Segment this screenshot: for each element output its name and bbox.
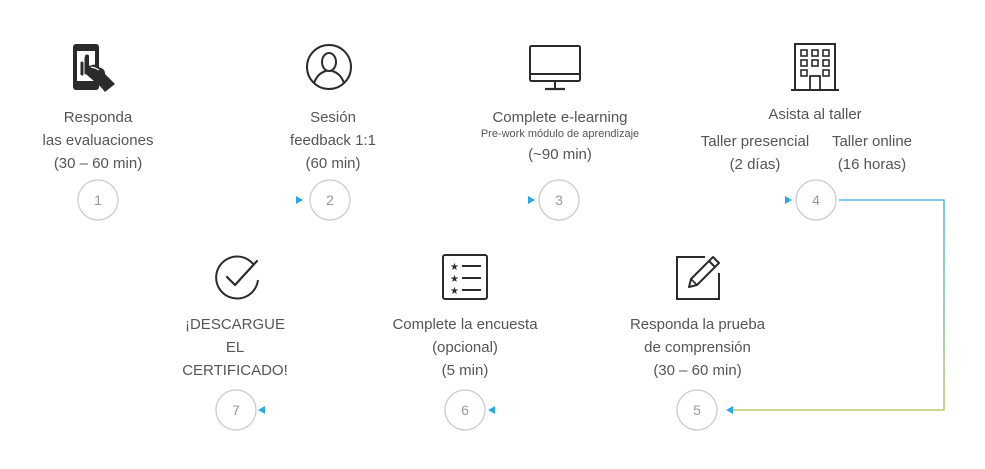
step-5-label: Responda la prueba de comprensión (30 – … — [615, 313, 780, 382]
step-5-line: de comprensión — [644, 339, 751, 356]
step-5-duration: (30 – 60 min) — [653, 362, 742, 379]
step-circle-5: 5 — [676, 389, 718, 431]
step-4-option-presencial: Taller presencial (2 días) — [690, 130, 820, 176]
svg-text:★: ★ — [450, 274, 459, 285]
step-7-label: ¡DESCARGUE EL CERTIFICADO! — [170, 313, 300, 382]
connector-5-6 — [488, 406, 675, 414]
option-duration: (16 horas) — [837, 156, 907, 173]
option-name: Taller presencial — [700, 133, 810, 150]
step-number: 6 — [461, 402, 469, 418]
step-circle-3: 3 — [538, 179, 580, 221]
step-2-line: Sesión — [310, 109, 356, 126]
step-number: 5 — [693, 402, 701, 418]
step-number: 7 — [232, 402, 240, 418]
monitor-icon — [529, 45, 581, 91]
step-6-line: (opcional) — [432, 339, 498, 356]
step-6-label: Complete la encuesta (opcional) (5 min) — [380, 313, 550, 382]
step-4-title-text: Asista al taller — [768, 106, 862, 123]
step-4-title: Asista al taller — [740, 103, 890, 126]
step-1-duration: (30 – 60 min) — [53, 155, 143, 172]
step-3-subtitle: Pre-work módulo de aprendizaje — [480, 128, 640, 140]
phone-touch-icon — [73, 44, 115, 92]
edit-icon — [676, 256, 720, 300]
svg-text:★: ★ — [450, 262, 459, 273]
step-number: 3 — [555, 192, 563, 208]
svg-text:★: ★ — [450, 286, 459, 297]
step-3-duration: (~90 min) — [528, 146, 592, 163]
step-circle-2: 2 — [309, 179, 351, 221]
option-name: Taller online — [831, 133, 913, 150]
check-circle-icon — [215, 255, 259, 300]
connector-3-4 — [583, 196, 792, 204]
step-2-label: Sesión feedback 1:1 (60 min) — [278, 106, 388, 175]
step-number: 2 — [326, 192, 334, 208]
step-5-line: Responda la prueba — [629, 316, 766, 333]
step-circle-4: 4 — [795, 179, 837, 221]
checklist-icon: ★ ★ ★ — [442, 254, 488, 300]
step-circle-7: 7 — [215, 389, 257, 431]
step-2-duration: (60 min) — [305, 155, 361, 172]
user-circle-icon — [306, 44, 352, 90]
building-icon — [791, 43, 839, 91]
step-number: 1 — [94, 192, 102, 208]
step-1-line: las evaluaciones — [42, 132, 154, 149]
connector-4-5 — [726, 199, 945, 414]
step-1-label: Responda las evaluaciones (30 – 60 min) — [30, 106, 166, 175]
connector-2-3 — [353, 196, 535, 204]
step-3-title: Complete e-learning — [492, 109, 628, 126]
step-7-line: ¡DESCARGUE — [184, 316, 285, 333]
step-7-line: CERTIFICADO! — [182, 362, 288, 379]
option-duration: (2 días) — [729, 156, 781, 173]
step-4-option-online: Taller online (16 horas) — [822, 130, 922, 176]
step-circle-6: 6 — [444, 389, 486, 431]
step-number: 4 — [812, 192, 820, 208]
step-2-line: feedback 1:1 — [290, 132, 376, 149]
step-7-line: EL — [225, 339, 245, 356]
step-6-duration: (5 min) — [441, 362, 489, 379]
connector-6-7 — [258, 406, 442, 414]
step-1-line: Responda — [63, 109, 133, 126]
connector-1-2 — [121, 196, 303, 204]
step-circle-1: 1 — [77, 179, 119, 221]
step-6-line: Complete la encuesta — [392, 316, 538, 333]
step-3-label: Complete e-learning Pre-work módulo de a… — [455, 106, 665, 166]
